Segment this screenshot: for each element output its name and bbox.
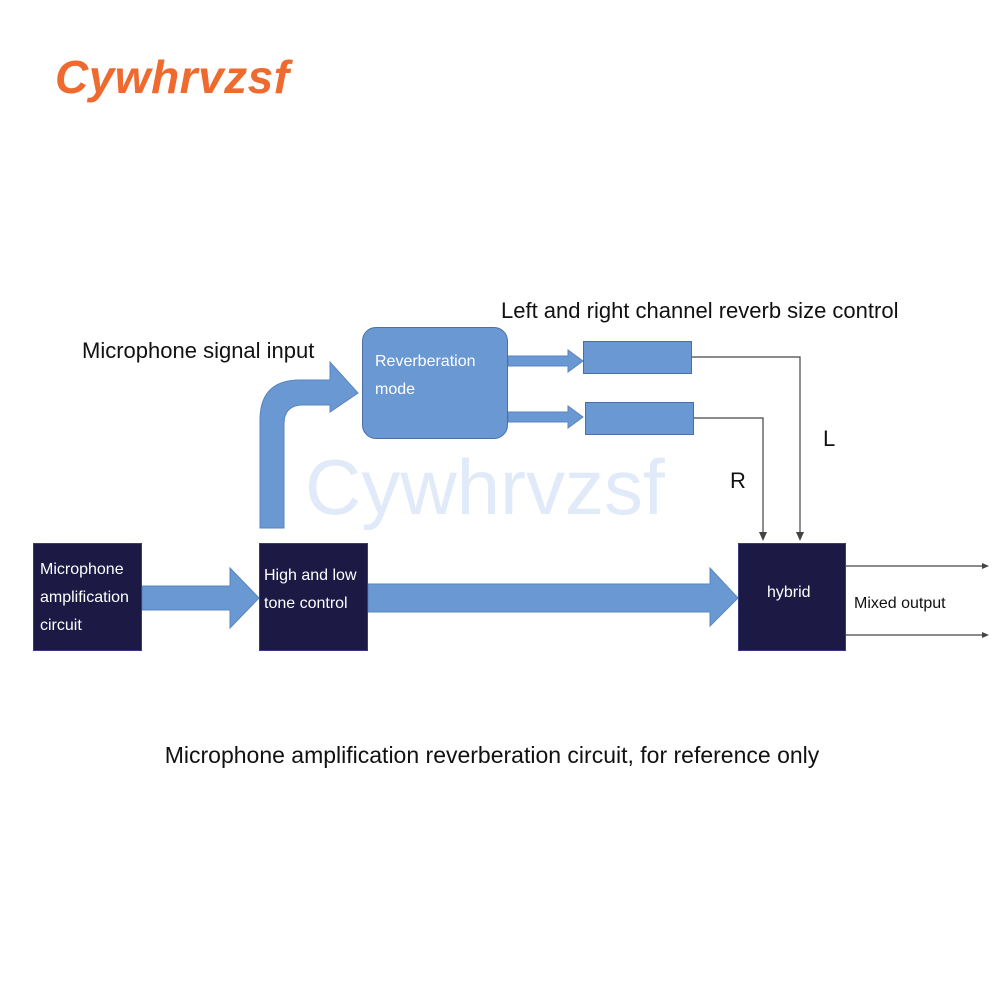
arrow-curved-to-reverb xyxy=(259,360,359,529)
arrow-tone-to-hybrid xyxy=(367,566,739,628)
mic-amp-line-2: amplification xyxy=(40,589,129,606)
reverb-size-control-bottom xyxy=(585,402,694,435)
left-channel-label: L xyxy=(823,426,836,451)
reverb-mode-line-2: mode xyxy=(375,381,416,398)
brand-logo: Cywhrvzsf xyxy=(55,51,290,103)
line-right-channel xyxy=(694,417,764,538)
hybrid-label: hybrid xyxy=(767,584,811,601)
mic-amp-line-3: circuit xyxy=(40,617,82,634)
arrowhead-right-channel xyxy=(759,532,767,541)
output-arrowhead-top xyxy=(982,563,989,569)
arrow-reverb-to-ctrl-bottom xyxy=(507,405,584,429)
lr-reverb-control-label: Left and right channel reverb size contr… xyxy=(501,298,899,323)
arrow-reverb-to-ctrl-top xyxy=(507,349,584,373)
diagram-caption: Microphone amplification reverberation c… xyxy=(164,742,820,768)
mixed-output-label: Mixed output xyxy=(854,595,946,612)
tone-control-line-2: tone control xyxy=(264,595,348,612)
mic-amplification-block: Microphone amplification circuit xyxy=(33,543,142,651)
watermark: Cywhrvzsf xyxy=(305,443,665,531)
reverb-mode-line-1: Reverberation xyxy=(375,353,476,370)
tone-control-block: High and low tone control xyxy=(259,543,368,651)
output-arrowhead-bottom xyxy=(982,632,989,638)
line-left-channel xyxy=(692,356,801,538)
right-channel-label: R xyxy=(730,468,746,493)
reverb-size-control-top xyxy=(583,341,692,374)
reverberation-mode-block: Reverberation mode xyxy=(362,327,508,439)
mic-amp-line-1: Microphone xyxy=(40,561,124,578)
mic-signal-input-label: Microphone signal input xyxy=(82,338,315,363)
arrowhead-left-channel xyxy=(796,532,804,541)
arrow-mic-to-tone xyxy=(141,566,260,630)
tone-control-line-1: High and low xyxy=(264,567,357,584)
hybrid-block: hybrid xyxy=(738,543,846,651)
